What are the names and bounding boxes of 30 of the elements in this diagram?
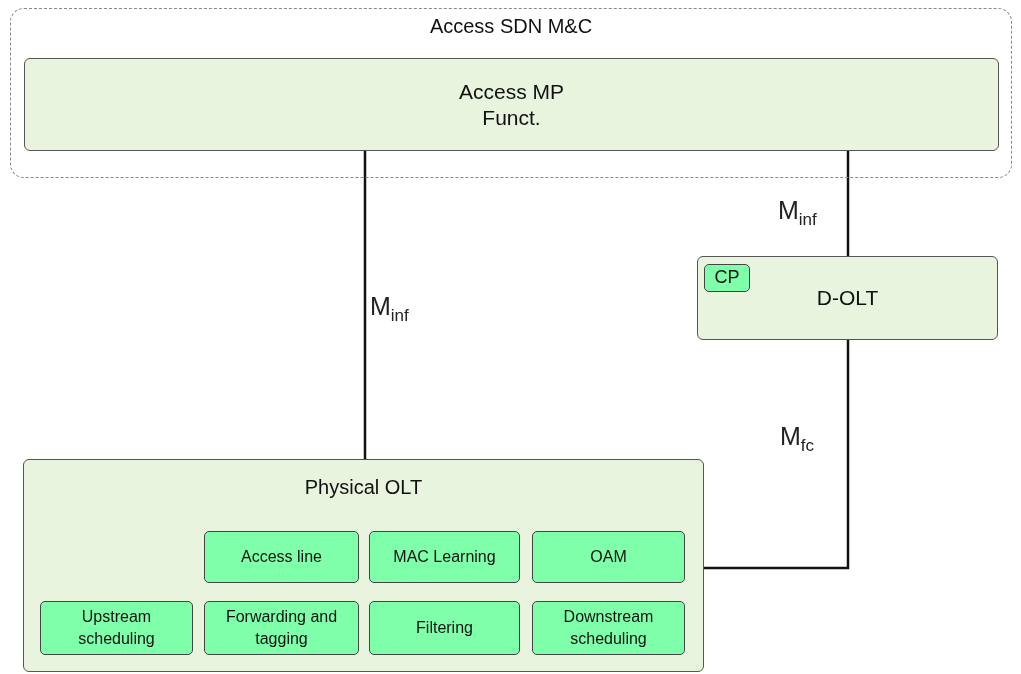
- function-box: [204, 531, 359, 583]
- function-label: CP: [713, 267, 741, 288]
- component-box: [24, 58, 999, 151]
- group-title: Access SDN M&C: [429, 15, 593, 38]
- connector-line: [704, 340, 850, 570]
- function-box: [369, 601, 520, 655]
- interface-label: M$_{inf}$: [370, 292, 409, 326]
- function-box: [704, 264, 750, 292]
- function-label: Forwarding and tagging: [224, 607, 339, 649]
- function-box: [532, 531, 685, 583]
- function-box: [204, 601, 359, 655]
- function-label: Upstream scheduling: [77, 607, 156, 649]
- connector-line: [846, 150, 850, 256]
- component-label: Physical OLT: [303, 476, 424, 499]
- function-label: MAC Learning: [392, 547, 497, 567]
- component-label: Access MP Funct.: [458, 78, 565, 131]
- function-label: Downstream scheduling: [562, 607, 655, 649]
- dashed-group-frame: [10, 8, 1012, 178]
- component-box: [697, 256, 998, 340]
- function-label: OAM: [589, 547, 628, 567]
- function-label: Filtering: [415, 618, 474, 638]
- function-label: Access line: [240, 547, 323, 567]
- component-box: [23, 459, 704, 672]
- function-box: [369, 531, 520, 583]
- interface-label: M$_{inf}$: [778, 196, 817, 230]
- interface-label: M$_{fc}$: [780, 422, 815, 456]
- connector-line: [363, 150, 367, 459]
- function-box: [532, 601, 685, 655]
- component-label: D-OLT: [815, 286, 880, 310]
- function-box: [40, 601, 193, 655]
